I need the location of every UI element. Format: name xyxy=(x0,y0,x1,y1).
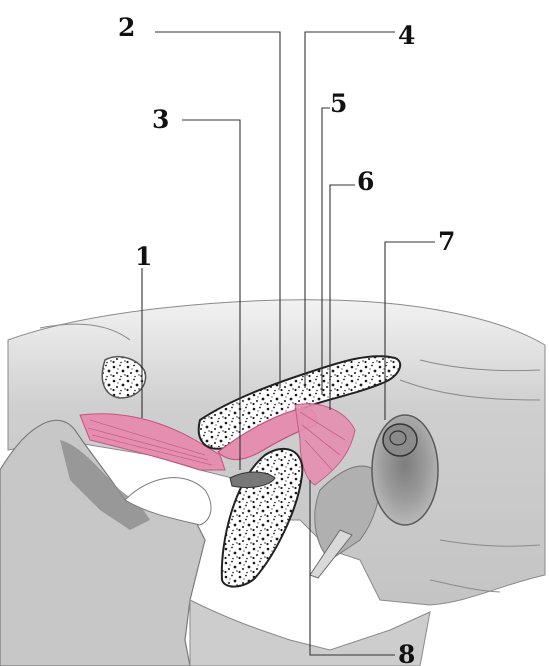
label-3: 3 xyxy=(152,105,169,134)
label-8: 8 xyxy=(398,640,415,666)
label-5: 5 xyxy=(330,89,347,118)
label-1: 1 xyxy=(135,242,152,271)
label-4: 4 xyxy=(398,21,415,50)
label-2: 2 xyxy=(118,13,135,42)
label-6: 6 xyxy=(357,167,374,196)
ear-canal-inner xyxy=(383,424,417,456)
label-7: 7 xyxy=(438,227,455,256)
